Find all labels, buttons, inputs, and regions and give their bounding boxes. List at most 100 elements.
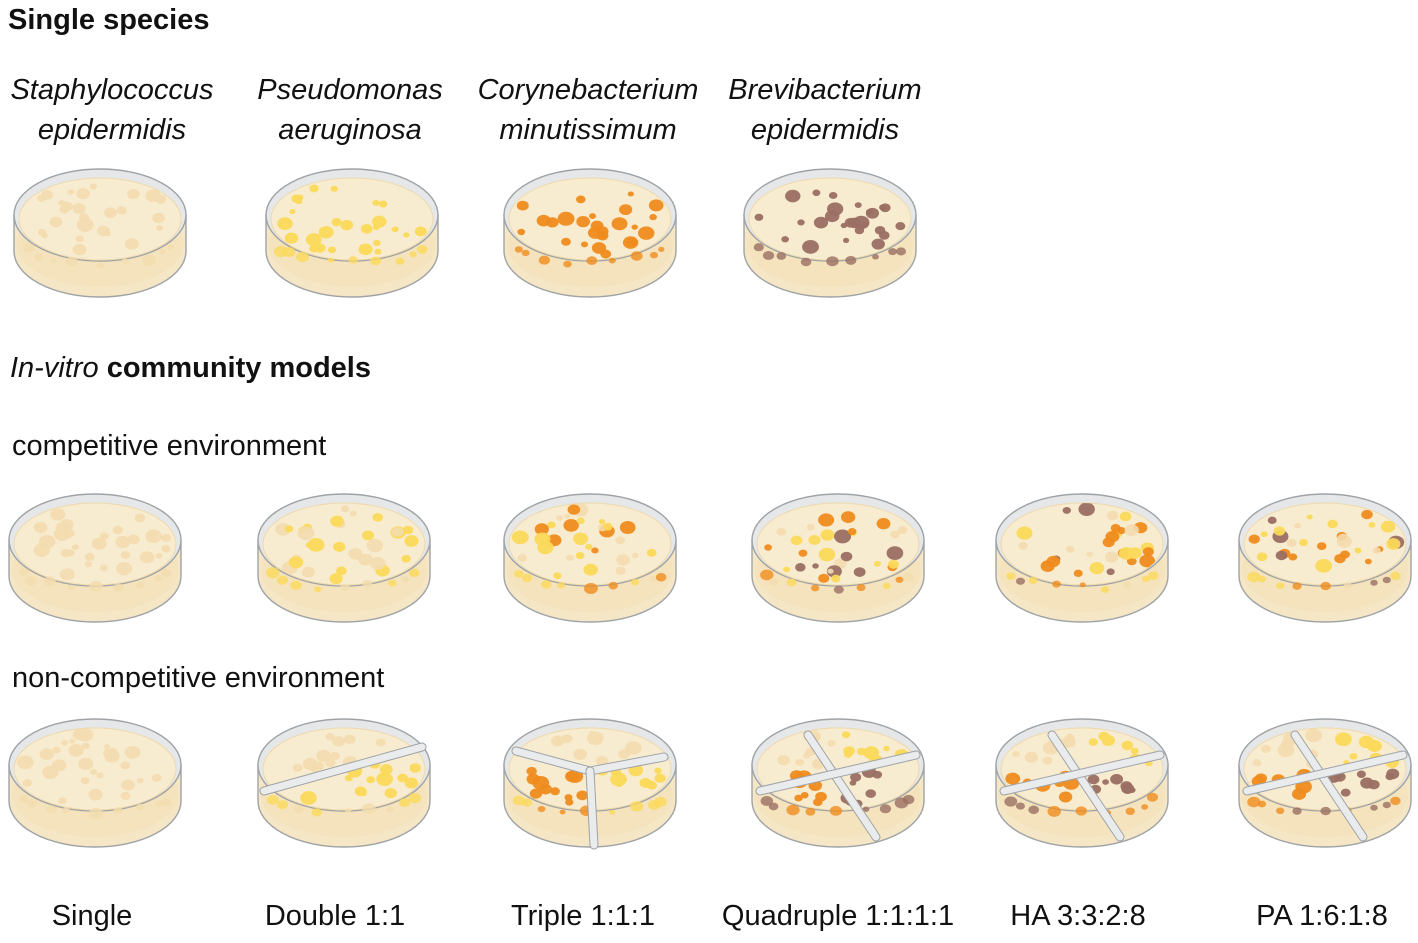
colony (538, 255, 550, 265)
colony (409, 763, 421, 773)
colony (99, 564, 108, 572)
colony (1028, 576, 1038, 585)
colony (309, 184, 319, 193)
colony (135, 803, 145, 811)
colony (72, 729, 86, 740)
condition-label-double: Double 1:1 (264, 900, 406, 932)
colony (388, 579, 397, 587)
condition-label-single: Single (51, 900, 133, 932)
colony (55, 522, 69, 533)
petri-dish-non-competitive-1 (8, 718, 182, 848)
colony (354, 786, 367, 797)
colony (1100, 586, 1110, 593)
colony (598, 518, 606, 525)
colony (369, 556, 386, 570)
colony (1247, 571, 1261, 583)
colony (366, 538, 384, 553)
colony (1106, 568, 1115, 576)
colony (895, 222, 906, 231)
colony (22, 243, 35, 253)
colony (1320, 806, 1331, 816)
colony (345, 808, 352, 814)
colony (1292, 807, 1302, 815)
colony (618, 749, 631, 759)
colony (630, 801, 644, 812)
colony (362, 530, 375, 541)
species-label-1: Staphylococcus epidermidis (0, 70, 232, 150)
colony (50, 258, 57, 264)
colony (553, 572, 562, 580)
colony (403, 232, 410, 238)
colony (152, 212, 165, 224)
agar-surface (508, 177, 672, 261)
colony (311, 808, 322, 817)
colony (1286, 538, 1297, 547)
colony (762, 250, 775, 260)
colony (818, 547, 836, 562)
colony (580, 241, 589, 248)
colony (68, 744, 84, 757)
colony (1255, 773, 1268, 784)
colony (59, 568, 75, 581)
colony (1065, 545, 1075, 553)
colony (813, 216, 829, 229)
colony (517, 554, 527, 562)
colony (371, 215, 387, 228)
colony (67, 584, 75, 591)
colony (768, 577, 779, 586)
colony (155, 553, 163, 559)
petri-dish-brevibacterium (743, 168, 917, 298)
colony (159, 249, 166, 255)
colony (856, 583, 866, 592)
colony (379, 764, 393, 775)
colony (1018, 541, 1028, 550)
colony (797, 219, 805, 226)
colony (1257, 575, 1267, 583)
colony (1273, 526, 1286, 536)
colony (649, 251, 659, 259)
colony (340, 583, 350, 592)
colony (812, 563, 819, 569)
colony (806, 523, 815, 531)
colony (90, 768, 98, 775)
colony (1372, 547, 1381, 554)
colony (1356, 770, 1366, 778)
colony (1256, 552, 1268, 562)
colony (602, 522, 613, 531)
colony (611, 217, 628, 231)
colony (33, 543, 50, 557)
colony (127, 188, 140, 200)
colony (828, 191, 838, 199)
colony (537, 805, 546, 813)
colony (284, 232, 299, 244)
colony (1320, 581, 1331, 591)
agar-surface (18, 177, 182, 261)
colony (330, 515, 344, 527)
colony (895, 247, 907, 256)
wall-colonies (265, 567, 420, 593)
colony (1078, 503, 1095, 516)
colony (277, 217, 293, 230)
colony (362, 803, 376, 815)
colony (854, 202, 862, 208)
colony (1327, 519, 1338, 529)
colony (121, 258, 129, 264)
colony (638, 226, 655, 240)
colony (1370, 579, 1378, 586)
colony (58, 797, 67, 805)
colony (827, 568, 834, 574)
colony (297, 526, 315, 541)
colony (517, 228, 526, 236)
petri-dish-non-competitive-6 (1238, 718, 1412, 848)
colony (872, 254, 879, 260)
colony (879, 804, 892, 814)
colony (1102, 779, 1109, 785)
colony (1005, 772, 1021, 785)
colony (783, 566, 791, 573)
colony (296, 251, 309, 263)
colony (330, 751, 340, 760)
colony (52, 746, 61, 754)
colony (854, 226, 865, 235)
colony (521, 573, 533, 583)
wall-colonies (273, 245, 428, 266)
